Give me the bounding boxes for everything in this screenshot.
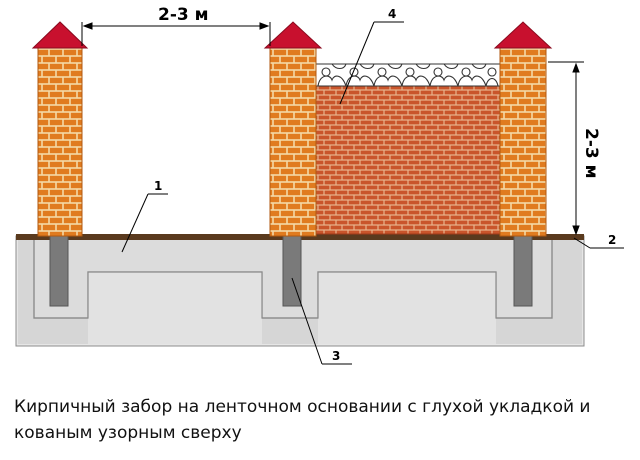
callout-1-label: 1	[154, 179, 162, 193]
fence-diagram: 2-3 м 2-3 м 1 2 3 4	[15, 5, 624, 365]
caption-line-1: Кирпичный забор на ленточном основании с…	[14, 397, 591, 417]
foundation-profile-line	[33, 236, 553, 319]
forged-ornament	[316, 63, 500, 87]
pillar-cap-right	[493, 21, 553, 49]
dimension-side	[548, 61, 584, 236]
callout-3: 3	[291, 277, 352, 365]
dimension-side-label: 2-3 м	[581, 128, 601, 179]
dimension-top	[81, 22, 271, 46]
caption-line-2: кованым узорным сверху	[14, 423, 242, 443]
pillar-cap-middle	[263, 21, 323, 49]
figure-caption: Кирпичный забор на ленточном основании с…	[14, 394, 626, 446]
callout-4: 4	[339, 7, 404, 105]
pillar-cap-left	[31, 21, 89, 49]
foundation-inner-fill	[318, 272, 496, 344]
pillar-left	[31, 21, 89, 237]
brick-wall	[315, 85, 501, 235]
post-left	[49, 235, 69, 307]
callout-2: 2	[573, 233, 624, 249]
callout-3-label: 3	[332, 349, 340, 363]
callout-4-label: 4	[388, 7, 396, 21]
dimension-top-label: 2-3 м	[158, 5, 209, 25]
callout-1: 1	[121, 179, 168, 253]
pillar-middle	[263, 21, 323, 237]
pillar-right	[493, 21, 553, 237]
foundation-inner-fill	[88, 272, 262, 344]
post-right	[513, 235, 533, 307]
callout-2-label: 2	[608, 233, 616, 247]
